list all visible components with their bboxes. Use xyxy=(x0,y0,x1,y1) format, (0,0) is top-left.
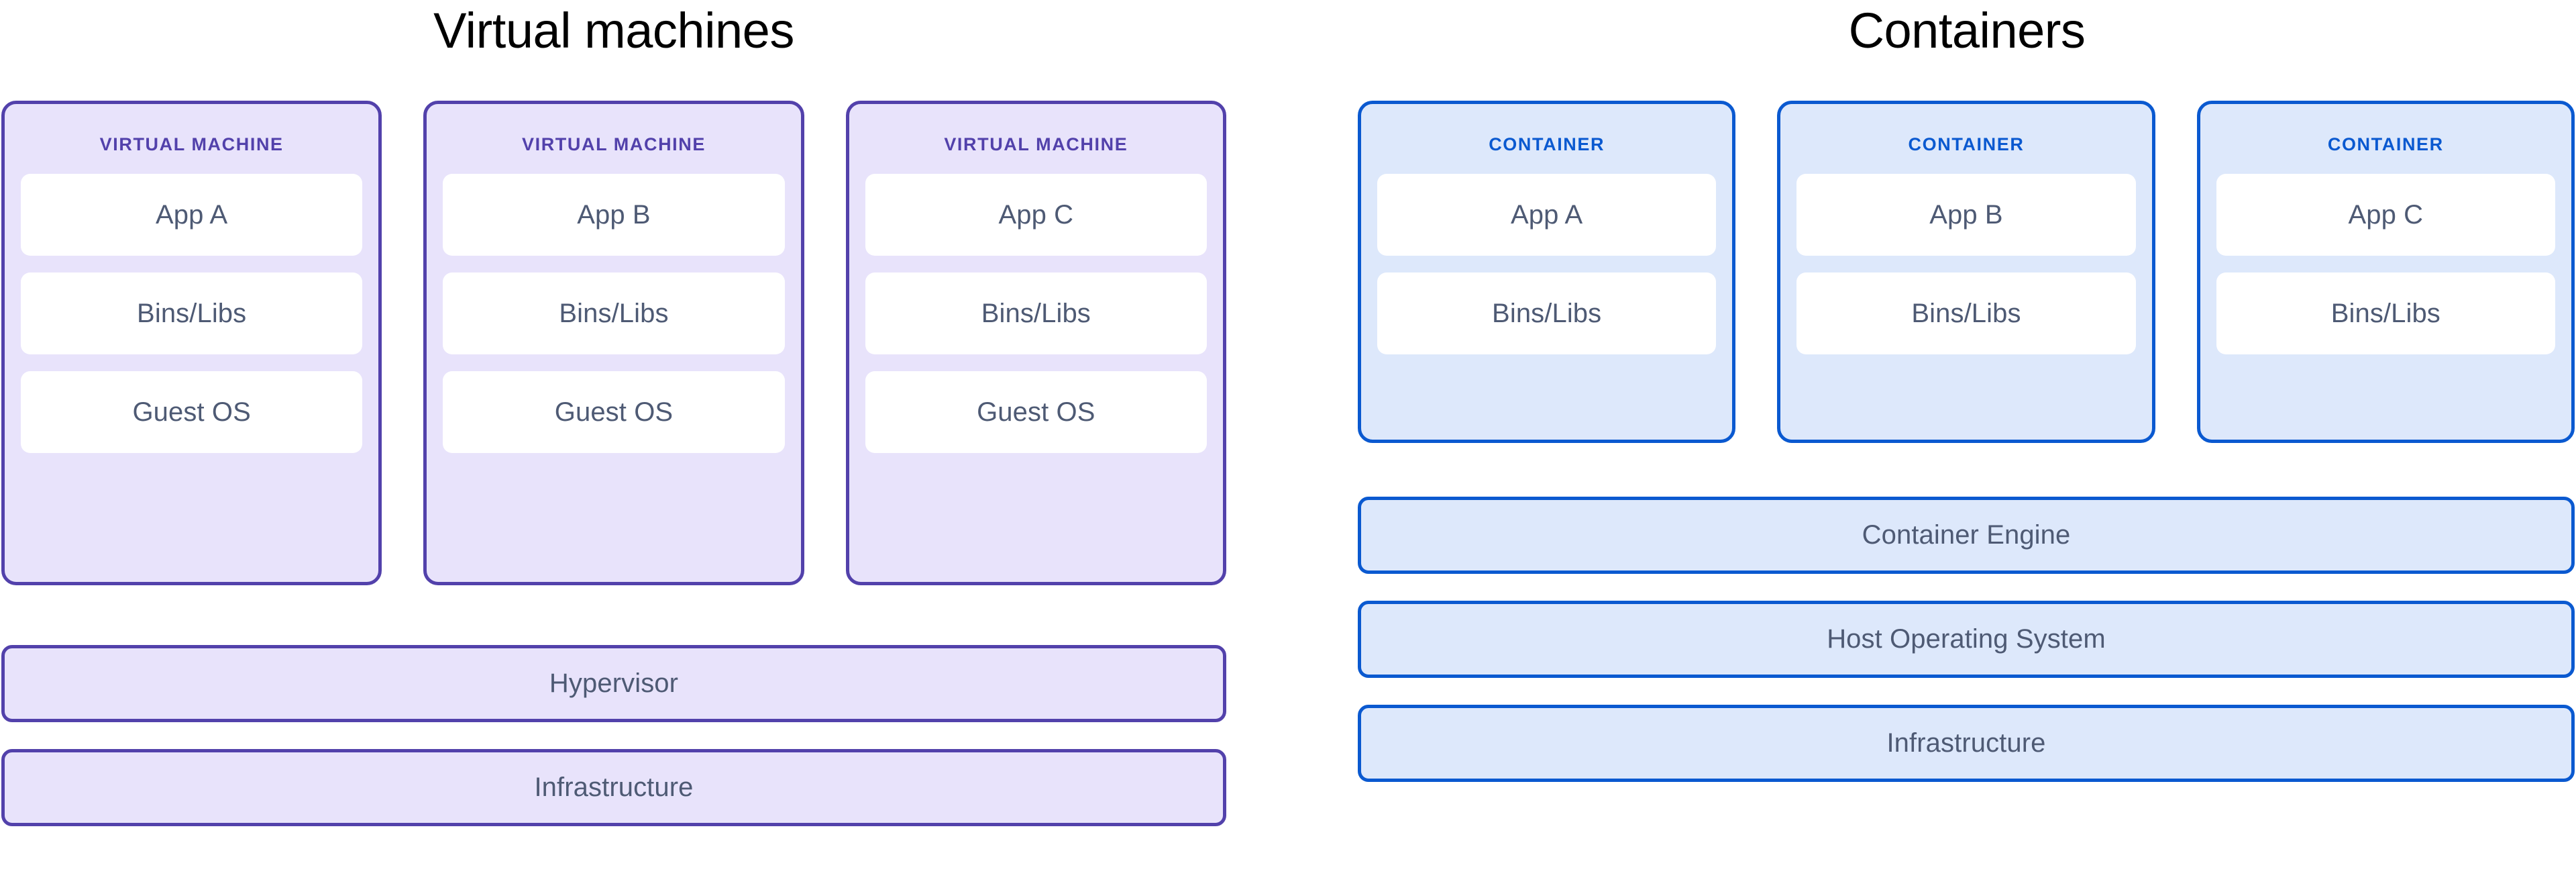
container-card-1-slabs: App A Bins/Libs xyxy=(1377,174,1717,354)
vm-card-2-slabs: App B Bins/Libs Guest OS xyxy=(443,174,785,453)
vm-card-1-label: VIRTUAL MACHINE xyxy=(99,134,284,154)
container-card-row: CONTAINER App A Bins/Libs CONTAINER App … xyxy=(1358,101,2575,443)
container-card-1-slab-app: App A xyxy=(1377,174,1717,256)
vm-card-1-slab-app: App A xyxy=(21,174,363,256)
vm-card-3-label: VIRTUAL MACHINE xyxy=(944,134,1128,154)
container-card-1-slab-bins: Bins/Libs xyxy=(1377,272,1717,354)
vm-card-3-slab-bins: Bins/Libs xyxy=(865,272,1207,354)
container-card-2[interactable]: CONTAINER App B Bins/Libs xyxy=(1777,101,2155,443)
container-card-3-slab-app: App C xyxy=(2216,174,2555,256)
container-stack-bars: Container Engine Host Operating System I… xyxy=(1358,497,2575,782)
vm-card-2-slab-app: App B xyxy=(443,174,785,256)
container-card-2-slabs: App B Bins/Libs xyxy=(1796,174,2136,354)
vm-section-title: Virtual machines xyxy=(433,3,794,58)
vm-card-1-slab-bins: Bins/Libs xyxy=(21,272,363,354)
container-card-3[interactable]: CONTAINER App C Bins/Libs xyxy=(2196,101,2575,443)
vm-stack-bars: Hypervisor Infrastructure xyxy=(1,645,1226,826)
container-card-1[interactable]: CONTAINER App A Bins/Libs xyxy=(1358,101,1736,443)
vm-infrastructure-bar[interactable]: Infrastructure xyxy=(1,749,1226,826)
vm-section: VIRTUAL MACHINE App A Bins/Libs Guest OS… xyxy=(1,101,1226,585)
vm-card-1-slabs: App A Bins/Libs Guest OS xyxy=(21,174,363,453)
vm-card-2-slab-bins: Bins/Libs xyxy=(443,272,785,354)
vm-card-2[interactable]: VIRTUAL MACHINE App B Bins/Libs Guest OS xyxy=(423,101,804,585)
container-card-2-slab-app: App B xyxy=(1796,174,2136,256)
container-card-2-label: CONTAINER xyxy=(1908,134,2025,154)
container-card-2-slab-bins: Bins/Libs xyxy=(1796,272,2136,354)
container-section-title: Containers xyxy=(1848,3,2086,58)
vm-card-3-slab-guest: Guest OS xyxy=(865,371,1207,453)
container-card-1-label: CONTAINER xyxy=(1489,134,1605,154)
host-os-bar[interactable]: Host Operating System xyxy=(1358,601,2575,678)
container-infrastructure-bar[interactable]: Infrastructure xyxy=(1358,705,2575,782)
container-card-3-slab-bins: Bins/Libs xyxy=(2216,272,2555,354)
container-card-3-slabs: App C Bins/Libs xyxy=(2216,174,2555,354)
container-engine-bar[interactable]: Container Engine xyxy=(1358,497,2575,574)
container-card-3-label: CONTAINER xyxy=(2327,134,2444,154)
vm-card-1[interactable]: VIRTUAL MACHINE App A Bins/Libs Guest OS xyxy=(1,101,382,585)
container-section: CONTAINER App A Bins/Libs CONTAINER App … xyxy=(1358,101,2575,443)
vm-card-2-label: VIRTUAL MACHINE xyxy=(521,134,706,154)
vm-card-3-slab-app: App C xyxy=(865,174,1207,256)
vm-card-3-slabs: App C Bins/Libs Guest OS xyxy=(865,174,1207,453)
vm-card-row: VIRTUAL MACHINE App A Bins/Libs Guest OS… xyxy=(1,101,1226,585)
vm-card-3[interactable]: VIRTUAL MACHINE App C Bins/Libs Guest OS xyxy=(845,101,1226,585)
vm-card-1-slab-guest: Guest OS xyxy=(21,371,363,453)
vm-card-2-slab-guest: Guest OS xyxy=(443,371,785,453)
hypervisor-bar[interactable]: Hypervisor xyxy=(1,645,1226,722)
